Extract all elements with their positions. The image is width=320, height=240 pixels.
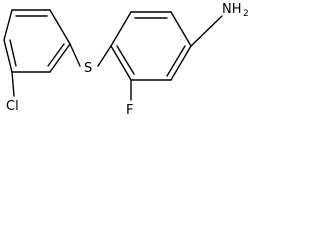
right-benzene-ring <box>110 11 192 81</box>
amine-subscript: 2 <box>243 9 249 19</box>
bond-left-ring-to-sulfur <box>69 43 81 67</box>
amine-label: NH <box>222 2 242 17</box>
left-benzene-ring <box>3 9 71 73</box>
structure-canvas: S Cl F NH 2 <box>0 0 269 136</box>
bond-to-amine <box>190 15 223 47</box>
bond <box>170 45 192 81</box>
double-bond-inner <box>47 43 65 67</box>
bond <box>3 39 13 73</box>
bond <box>49 43 71 73</box>
chemical-structure-diagram: S Cl F NH 2 <box>3 2 249 118</box>
bond <box>3 9 13 41</box>
bond-sulfur-to-right-ring <box>97 45 112 67</box>
fluorine-atom-label: F <box>126 103 133 118</box>
chlorine-atom-label: Cl <box>6 99 19 114</box>
bond <box>170 11 192 47</box>
bond <box>110 11 132 47</box>
double-bond-inner <box>166 45 186 77</box>
sulfur-atom-label: S <box>84 61 92 76</box>
double-bond-inner <box>116 45 135 75</box>
bond-to-chlorine <box>11 71 15 97</box>
double-bond-inner <box>9 39 17 67</box>
bond <box>110 45 132 81</box>
bond <box>49 9 71 45</box>
